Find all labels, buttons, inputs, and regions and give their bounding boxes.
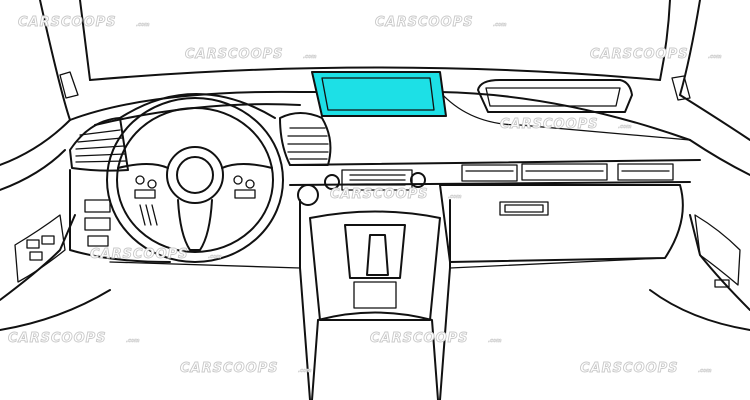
watermark: CARSCOOPS .com bbox=[185, 47, 317, 63]
watermark: CARSCOOPS .com bbox=[330, 187, 462, 203]
infotainment-screen bbox=[311, 71, 447, 117]
svg-text:CARSCOOPS: CARSCOOPS bbox=[375, 15, 474, 30]
svg-text:.com: .com bbox=[303, 54, 317, 60]
svg-text:CARSCOOPS: CARSCOOPS bbox=[580, 361, 679, 376]
svg-text:.com: .com bbox=[488, 338, 502, 344]
svg-text:.com: .com bbox=[136, 22, 150, 28]
svg-text:.com: .com bbox=[126, 338, 140, 344]
instrument-hood bbox=[119, 93, 276, 119]
svg-text:CARSCOOPS: CARSCOOPS bbox=[180, 361, 279, 376]
svg-text:CARSCOOPS: CARSCOOPS bbox=[500, 117, 599, 132]
center-dash-strip bbox=[289, 159, 701, 206]
svg-text:.com: .com bbox=[493, 22, 507, 28]
svg-text:.com: .com bbox=[208, 254, 222, 260]
svg-text:CARSCOOPS: CARSCOOPS bbox=[330, 187, 429, 202]
svg-text:.com: .com bbox=[618, 124, 632, 130]
svg-text:.com: .com bbox=[708, 54, 722, 60]
left-air-vent bbox=[69, 117, 129, 172]
svg-text:.com: .com bbox=[448, 194, 462, 200]
watermark: CARSCOOPS .com bbox=[180, 361, 312, 377]
center-left-air-vent bbox=[279, 112, 332, 166]
windshield-frame bbox=[39, 0, 701, 121]
watermark: CARSCOOPS .com bbox=[370, 331, 502, 347]
watermark: CARSCOOPS .com bbox=[375, 15, 507, 31]
watermark: CARSCOOPS .com bbox=[8, 331, 140, 347]
left-lower-controls bbox=[69, 169, 171, 263]
right-dash-trim-inner bbox=[485, 87, 621, 107]
svg-text:.com: .com bbox=[698, 368, 712, 374]
watermark: CARSCOOPS .com bbox=[580, 361, 712, 377]
watermark: CARSCOOPS .com bbox=[90, 247, 222, 263]
right-door-panel bbox=[671, 75, 750, 311]
svg-text:CARSCOOPS: CARSCOOPS bbox=[370, 331, 469, 346]
svg-text:CARSCOOPS: CARSCOOPS bbox=[8, 331, 107, 346]
svg-text:CARSCOOPS: CARSCOOPS bbox=[90, 247, 189, 262]
svg-text:CARSCOOPS: CARSCOOPS bbox=[590, 47, 689, 62]
watermark: CARSCOOPS .com bbox=[18, 15, 150, 31]
right-dash-trim bbox=[477, 79, 633, 113]
svg-text:.com: .com bbox=[298, 368, 312, 374]
watermark: CARSCOOPS .com bbox=[590, 47, 722, 63]
left-door-panel bbox=[0, 71, 79, 301]
svg-text:CARSCOOPS: CARSCOOPS bbox=[18, 15, 117, 30]
center-console bbox=[299, 199, 451, 400]
steering-wheel bbox=[106, 97, 284, 263]
watermark-layer: CARSCOOPS .com CARSCOOPS .com CARSCOOPS … bbox=[8, 15, 722, 377]
glovebox bbox=[439, 184, 684, 263]
watermark: CARSCOOPS .com bbox=[500, 117, 632, 133]
floor-lines bbox=[0, 257, 750, 331]
svg-text:CARSCOOPS: CARSCOOPS bbox=[185, 47, 284, 62]
